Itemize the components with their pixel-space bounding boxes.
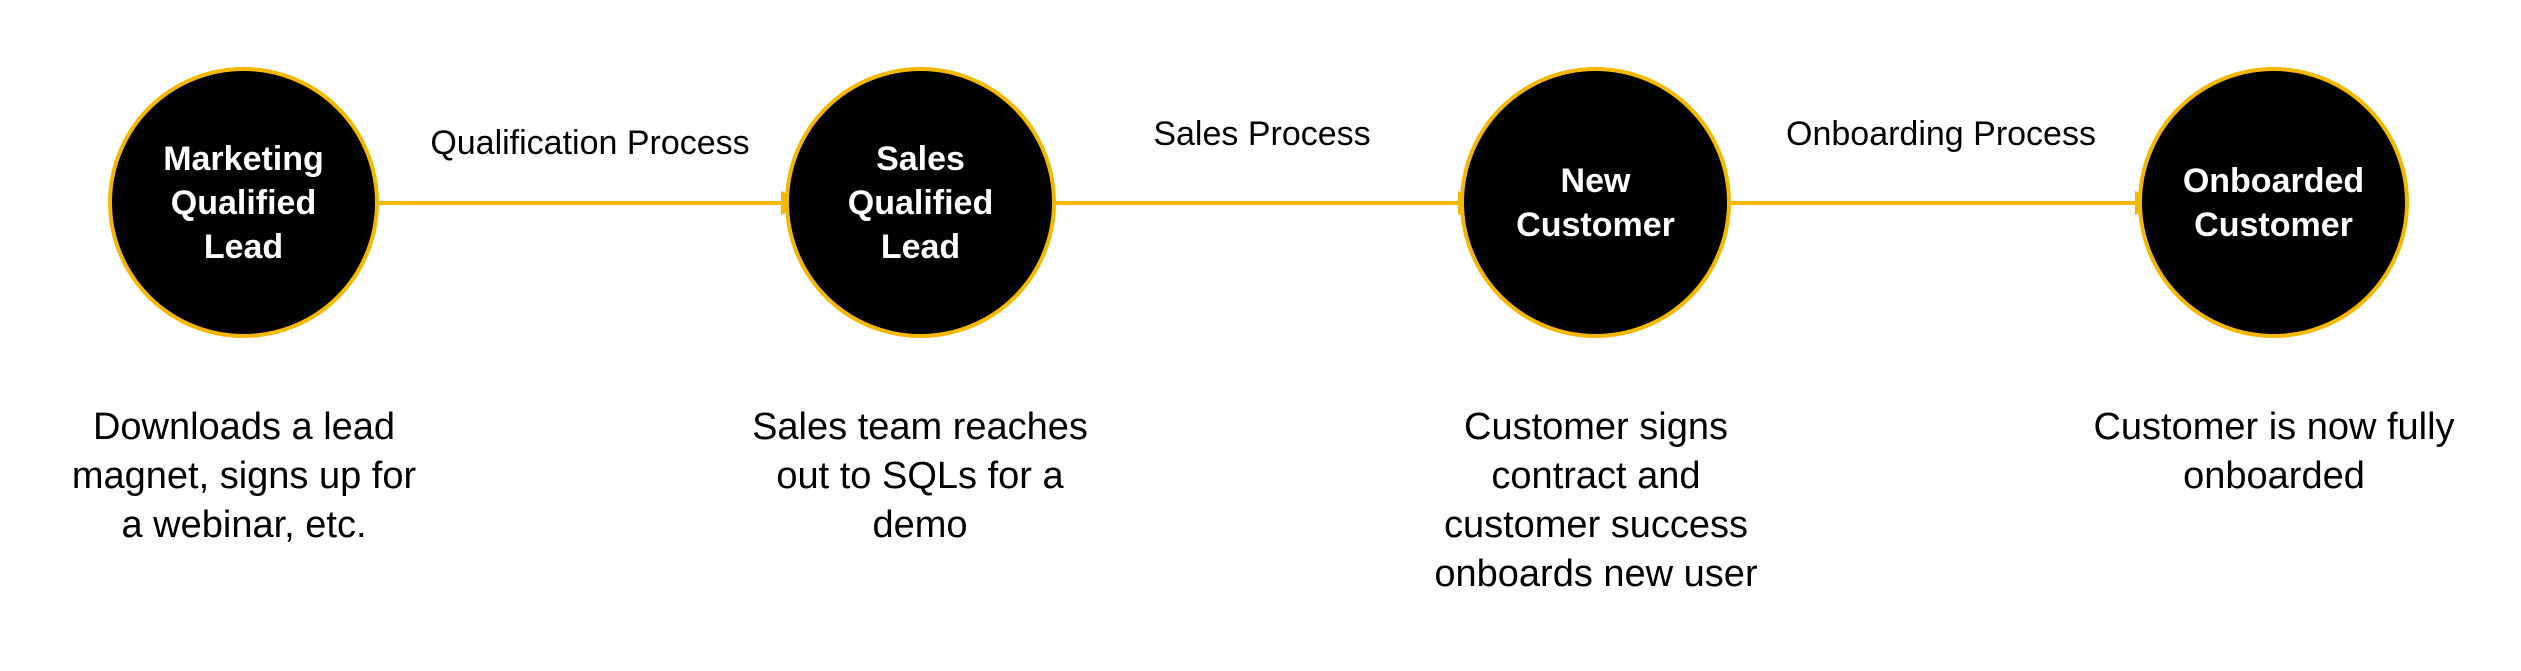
transition-label-qualification: Qualification Process	[430, 124, 750, 162]
stage-description-onboarded: Customer is now fully onboarded	[2093, 406, 2455, 497]
transition-label-onboarding: Onboarding Process	[1786, 115, 2096, 153]
stage-description-new-customer: Customer signs contract and customer suc…	[1434, 406, 1758, 595]
arrow-onboarding	[1731, 201, 2137, 205]
transition-label-sales: Sales Process	[1153, 115, 1371, 153]
stage-title: Onboarded Customer	[2182, 161, 2365, 244]
arrow-sales	[1056, 201, 1460, 205]
arrow-qualification	[379, 201, 783, 205]
stage-title: New Customer	[1516, 161, 1675, 244]
stage-title: Marketing Qualified Lead	[163, 139, 324, 266]
stage-marketing-qualified-lead: Marketing Qualified Lead	[108, 67, 379, 338]
stage-description-mql: Downloads a lead magnet, signs up for a …	[71, 406, 417, 546]
stage-onboarded-customer: Onboarded Customer	[2138, 67, 2409, 338]
stage-sales-qualified-lead: Sales Qualified Lead	[785, 67, 1056, 338]
stage-title: Sales Qualified Lead	[847, 139, 994, 266]
stage-new-customer: New Customer	[1460, 67, 1731, 338]
stage-description-sql: Sales team reaches out to SQLs for a dem…	[752, 406, 1088, 546]
